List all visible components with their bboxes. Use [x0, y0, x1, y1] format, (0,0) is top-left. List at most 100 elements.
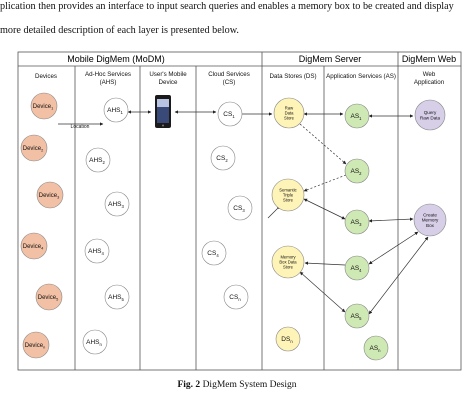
layer-title-server: DigMem Server	[299, 54, 362, 64]
ahs-label-base: AHS	[88, 248, 102, 255]
ahs-node-shape	[85, 147, 111, 173]
device-node: Device1	[30, 92, 58, 120]
device-node: Device2	[20, 134, 48, 162]
app-service-label-base: AS	[350, 219, 359, 226]
web-app-label-line-2: Raw Data	[420, 115, 441, 120]
web-app-node-shape	[413, 203, 447, 237]
app-service-node: AS5	[344, 303, 370, 329]
rawstore-as2-dashed	[299, 123, 347, 165]
column-header-data-stores: Data Stores (DS)	[269, 73, 316, 80]
device-label-base: Device	[39, 193, 58, 199]
cloud-service-label-base: CS	[233, 205, 243, 212]
app-service-label: AS4	[350, 265, 362, 273]
device-node-shape	[35, 283, 63, 311]
location-arrow-label: Location	[71, 124, 90, 130]
device-label: Device4	[23, 244, 44, 251]
cloud-service-label-base: CS	[223, 111, 233, 118]
column-header-webapp-line2: Application	[414, 79, 445, 86]
app-service-node-shape	[344, 158, 370, 184]
figure-caption-text: DigMem System Design	[202, 380, 297, 390]
ahs-label-subscript: n	[100, 342, 103, 347]
app-service-node: AS2	[344, 158, 370, 184]
app-service-label: AS5	[350, 313, 362, 321]
data-store-label-line-2: Data	[285, 110, 295, 115]
data-store-label-line-1: Raw	[285, 106, 294, 111]
app-service-node: AS1	[344, 103, 370, 129]
column-header-cloud-line2: (CS)	[223, 79, 236, 86]
app-service-node: AS4	[344, 255, 370, 281]
ahs-label-subscript: 2	[103, 160, 106, 165]
data-store-label-line-1: Semantic	[279, 188, 296, 193]
cloud-service-label-base: CS	[216, 155, 226, 162]
device-node: Device4	[20, 232, 48, 260]
cloud-service-label: CS2	[216, 155, 228, 163]
device-label-base: Device	[38, 295, 57, 301]
node-layer: Device1Device2Device3Device4Device5Devic…	[20, 92, 447, 361]
device-node-shape	[22, 331, 50, 359]
app-service-label-base: AS	[350, 313, 359, 320]
device-label: Device1	[33, 104, 54, 111]
memorystore-as5-arrow	[299, 271, 346, 313]
column-header-devices: Devices	[35, 73, 57, 80]
app-service-label-subscript: 3	[359, 222, 362, 227]
app-service-label-base: AS	[350, 168, 359, 175]
data-store-node-shape	[271, 178, 305, 212]
data-store-label-subscript: n	[290, 339, 293, 344]
device-label-base: Device	[23, 244, 42, 250]
device-node-shape	[36, 181, 64, 209]
app-service-label-base: AS	[369, 345, 378, 352]
ahs-node: AHS2	[85, 147, 111, 173]
device-node: Device3	[36, 181, 64, 209]
column-header-cloud-line1: Cloud Services	[208, 71, 250, 78]
app-service-label-subscript: 4	[359, 268, 362, 273]
app-service-label-base: AS	[350, 113, 359, 120]
ahs-node: AHS5	[104, 284, 130, 310]
figure-caption: Fig. 2 DigMem System Design	[0, 380, 474, 390]
device-label-subscript: 1	[51, 106, 53, 111]
as4-memorystore-arrow	[304, 261, 346, 266]
app-service-node-shape	[344, 303, 370, 329]
web-app-label-line-3: Box	[426, 223, 435, 228]
device-node-shape	[20, 134, 48, 162]
data-store-node-shape	[275, 326, 301, 352]
cloud-service-label-subscript: n	[238, 297, 241, 302]
ahs-label-subscript: 3	[122, 204, 125, 209]
triplestore-as3-arrow	[303, 198, 346, 220]
cloud-service-node-shape	[210, 145, 236, 171]
web-app-node-shape	[414, 99, 446, 131]
ahs-label-base: AHS	[107, 107, 121, 114]
device-label-subscript: 2	[41, 148, 43, 153]
ahs-label: AHS1	[107, 107, 123, 115]
as2-triplestore-dashed	[303, 174, 347, 192]
app-service-label: AS1	[350, 113, 362, 121]
column-header-mobile-line1: User's Mobile	[149, 71, 187, 78]
cloud-service-node-shape	[227, 195, 253, 221]
cloud-service-label: CS4	[207, 250, 219, 258]
ahs-label: AHS5	[108, 294, 124, 302]
cloud-service-label: CS3	[233, 205, 245, 213]
data-store-label: DSn	[281, 336, 293, 344]
ahs-label-subscript: 1	[121, 110, 124, 115]
cloud-service-node-shape	[201, 240, 227, 266]
data-store-label-line-2: Box Data	[279, 259, 297, 264]
ahs-node: AHS3	[104, 191, 130, 217]
column-header-ahs-line2: (AHS)	[100, 79, 117, 86]
cloud-service-label-subscript: 2	[225, 158, 228, 163]
app-service-node-shape	[344, 255, 370, 281]
ahs-label-base: AHS	[89, 157, 103, 164]
ahs-label: AHS2	[89, 157, 105, 165]
data-store-label-line-3: Store	[284, 115, 295, 120]
layer-title-modm: Mobile DigMem (MoDM)	[67, 54, 165, 64]
web-app-label-line-1: Create	[423, 212, 437, 217]
cloud-service-node-shape	[223, 284, 249, 310]
data-store-label-base: DS	[281, 336, 291, 343]
device-label-subscript: 4	[41, 246, 44, 251]
cloud-service-node: CSn	[223, 284, 249, 310]
data-store-node-shape	[273, 97, 305, 129]
paragraph-line-1: plication then provides an interface to …	[0, 1, 454, 12]
web-app-label-line-2: Memory	[422, 218, 439, 223]
ahs-node: AHS4	[84, 238, 110, 264]
web-app-label-line-1: Query	[424, 110, 437, 115]
app-service-label: ASn	[369, 345, 381, 353]
